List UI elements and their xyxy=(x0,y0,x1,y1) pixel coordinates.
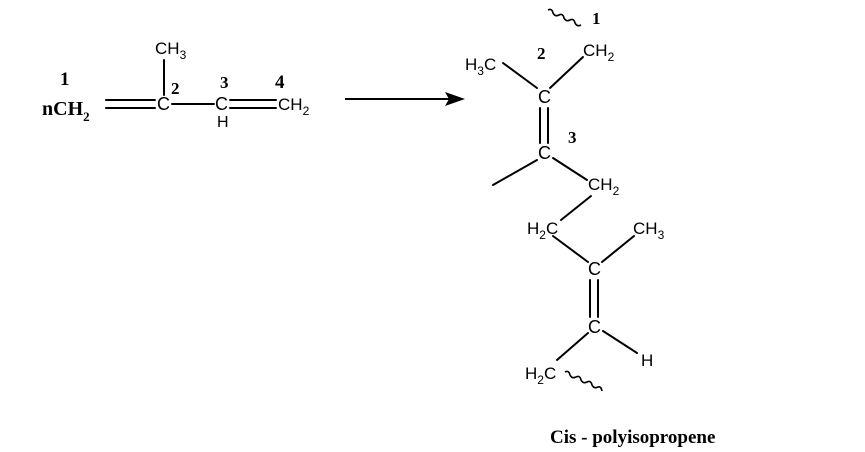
isoprene-monomer: 1 2 3 4 nCH2 C CH3 C H CH2 xyxy=(42,39,310,131)
polymer-bond-ch2-h2c xyxy=(560,195,592,221)
monomer-c3-label: C xyxy=(215,94,228,114)
polymer-number-1: 1 xyxy=(592,9,601,28)
polymer-bond-h3c-c xyxy=(502,62,538,89)
monomer-ch2-right-label: CH2 xyxy=(278,95,310,118)
polymer-c-b1-label: C xyxy=(588,259,601,279)
wavy-bond-top-icon xyxy=(547,8,582,27)
polymer-ch2-top-label: CH2 xyxy=(583,41,615,64)
polymer-bond-cb2-h xyxy=(602,330,638,354)
polymer-c-a2-label: C xyxy=(538,143,551,163)
polymer-ch3-b-label: CH3 xyxy=(633,219,665,242)
monomer-number-3: 3 xyxy=(220,73,229,92)
monomer-nch2-label: nCH2 xyxy=(42,98,90,124)
arrow-head-icon xyxy=(445,92,465,106)
polymer-bond-methyl-stub xyxy=(492,159,538,186)
monomer-number-4: 4 xyxy=(275,72,285,93)
polymer-number-3: 3 xyxy=(568,128,577,147)
monomer-number-2: 2 xyxy=(171,79,180,98)
polymer-h3c-label: H3C xyxy=(465,55,496,78)
polymer-c-b2-label: C xyxy=(588,317,601,337)
wavy-bond-bottom-icon xyxy=(564,370,603,392)
monomer-methyl-label: CH3 xyxy=(155,39,187,62)
polymer-h-label: H xyxy=(641,351,653,370)
polymer-structure: 1 2 3 CH2 H3C C C CH2 H2C CH3 xyxy=(465,8,665,392)
monomer-h3-label: H xyxy=(217,114,229,131)
monomer-c2-label: C xyxy=(157,94,170,114)
polymer-c-a1-label: C xyxy=(538,87,551,107)
polymer-h2c-mid-label: H2C xyxy=(527,219,558,242)
polymer-number-2: 2 xyxy=(537,44,546,63)
polymer-bond-c-ch2 xyxy=(552,157,588,181)
polymer-caption: Cis - polyisopropene xyxy=(550,427,715,448)
polymer-bond-h2c-cb1 xyxy=(552,235,589,263)
reaction-arrow xyxy=(345,92,465,106)
monomer-number-1: 1 xyxy=(60,69,70,90)
polymer-bond-ch3-cb1 xyxy=(601,235,635,263)
polymer-h2c-bottom-label: H2C xyxy=(525,364,556,387)
polymer-bond-ch2-c xyxy=(549,56,584,89)
polymer-bond-cb2-h2c xyxy=(556,332,589,361)
polymer-ch2-mid-label: CH2 xyxy=(588,175,620,198)
